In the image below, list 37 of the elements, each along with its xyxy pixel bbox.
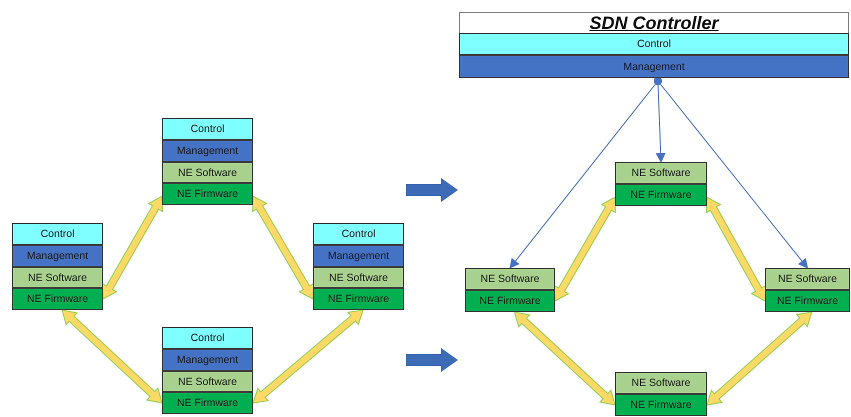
layer-box: NE Software [615,372,707,394]
layer-box: NE Software [12,267,103,288]
layer-box: NE Software [765,268,850,290]
layer-box: Control [12,223,103,245]
layer-box: Control [313,223,404,245]
double-arrow [514,311,616,406]
layer-box: Control [459,33,849,55]
layer-box: NE Firmware [313,288,404,310]
layer-box: NE Firmware [162,392,253,414]
double-arrow [252,309,364,404]
layer-box: NE Software [162,162,253,183]
layer-box: NE Software [162,371,253,392]
controller-box [459,12,849,78]
layer-box: Management [459,55,849,78]
layer-box: NE Firmware [465,290,555,312]
layer-box: NE Firmware [162,183,253,205]
layer-box: Control [162,118,253,140]
arrow [654,77,808,269]
layer-box: NE Software [615,162,707,184]
double-arrow [252,195,314,300]
layer-box: NE Firmware [615,184,707,206]
double-arrow [61,309,163,404]
layer-box: NE Firmware [765,290,850,312]
layer-box: NE Software [465,268,555,290]
layer-box: NE Firmware [615,394,707,416]
layer-box: Management [162,349,253,371]
layer-box: NE Firmware [12,288,103,310]
layer-box: Control [162,327,253,349]
heading: SDN Controller [590,13,718,33]
double-arrow [554,196,616,302]
double-arrow [102,195,164,300]
layer-box: Management [313,245,404,267]
layer-box: Management [162,140,253,162]
layer-box: Management [12,245,103,267]
double-arrow [706,311,813,406]
layer-box: NE Software [313,267,404,288]
double-arrow [706,196,766,302]
